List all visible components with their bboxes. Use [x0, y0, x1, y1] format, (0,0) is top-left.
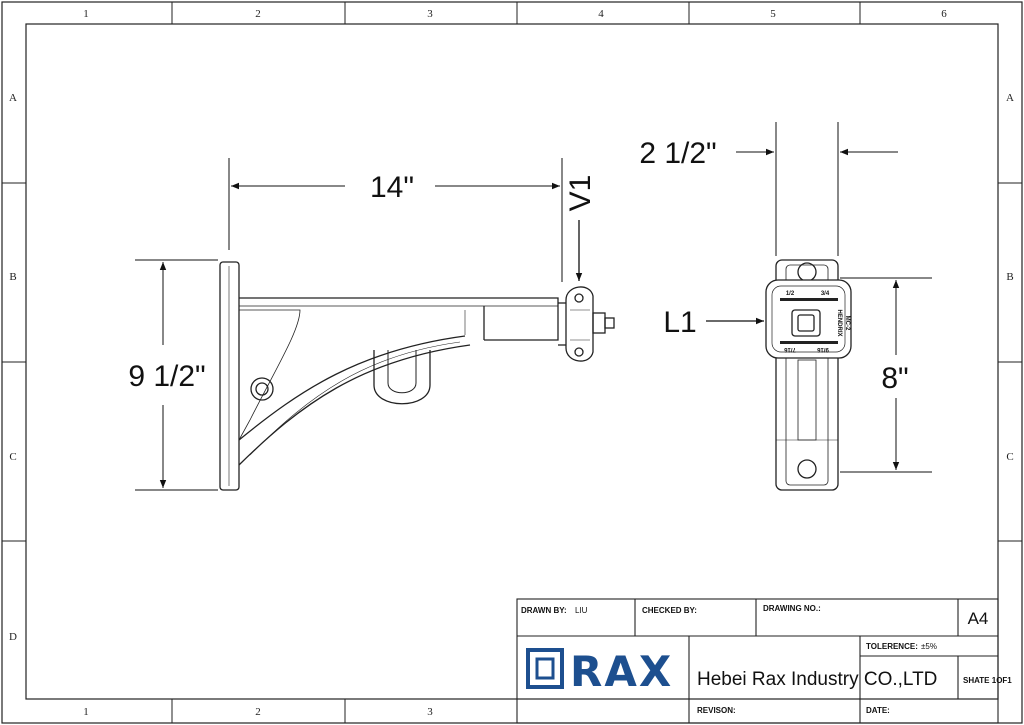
drawn-by-label: DRAWN BY:	[521, 606, 567, 615]
wall-plate	[219, 261, 240, 491]
col-label-top-1: 1	[83, 8, 89, 20]
dim-mount-spacing-label: 8"	[881, 362, 908, 395]
dim-height-label: 9 1/2"	[128, 360, 205, 393]
col-label-top-3: 3	[427, 8, 433, 20]
col-label-top-5: 5	[770, 8, 776, 20]
plate-mark-bottom-right: 9/16	[817, 346, 829, 352]
end-clamp	[565, 286, 594, 362]
dim-mount-spacing	[840, 277, 932, 473]
col-label-top-2: 2	[255, 8, 261, 20]
l1-label: L1	[663, 306, 696, 339]
title-block	[516, 598, 999, 724]
row-label-left-b: B	[9, 271, 16, 283]
tolerance-label: TOLERENCE:	[866, 642, 918, 651]
curved-brace	[238, 335, 466, 441]
col-label-bottom-3: 3	[427, 706, 433, 718]
sheet-size: A4	[968, 609, 989, 628]
row-label-right-b: B	[1006, 271, 1013, 283]
row-label-left-c: C	[9, 451, 16, 463]
v1-label: V1	[564, 175, 597, 212]
dim-height	[135, 259, 218, 491]
drawing-no-label: DRAWING NO.:	[763, 604, 821, 613]
col-label-bottom-1: 1	[83, 706, 89, 718]
plate-front-view	[765, 259, 852, 491]
date-label: DATE:	[866, 706, 890, 715]
sheet-number: SHATE 1OF1	[963, 676, 1012, 685]
col-label-top-4: 4	[598, 8, 604, 20]
checked-by-label: CHECKED BY:	[642, 606, 697, 615]
top-arm	[239, 297, 559, 341]
back-channel	[775, 259, 839, 491]
plate-mark-bottom-left: 7/16	[784, 346, 796, 352]
u-hanger	[373, 350, 431, 405]
rax-logo: RAX	[526, 647, 673, 696]
plate-side-text-1: HENDRIX	[836, 309, 842, 336]
dim-length	[228, 158, 563, 282]
mount-hole	[250, 377, 274, 401]
col-label-top-6: 6	[941, 8, 947, 20]
plate-mark-top-right: 3/4	[821, 291, 830, 297]
row-label-left-d: D	[9, 631, 17, 643]
svg-text:RAX: RAX	[570, 647, 673, 696]
col-label-bottom-2: 2	[255, 706, 261, 718]
company-name: Hebei Rax Industry CO.,LTD	[697, 669, 937, 690]
bracket-side-view	[219, 261, 615, 491]
dim-width-label: 2 1/2"	[639, 137, 716, 170]
row-label-right-c: C	[1006, 451, 1013, 463]
dim-length-label: 14"	[370, 171, 414, 204]
row-label-right-a: A	[1006, 92, 1014, 104]
row-label-left-a: A	[9, 92, 17, 104]
tolerance-value: ±5%	[921, 642, 937, 651]
plate-side-text-2: MC-2	[844, 316, 850, 331]
revision-label: REVISON:	[697, 706, 736, 715]
drawn-by-value: LIU	[575, 606, 588, 615]
dim-width	[736, 122, 898, 256]
plate-mark-top-left: 1/2	[786, 291, 795, 297]
